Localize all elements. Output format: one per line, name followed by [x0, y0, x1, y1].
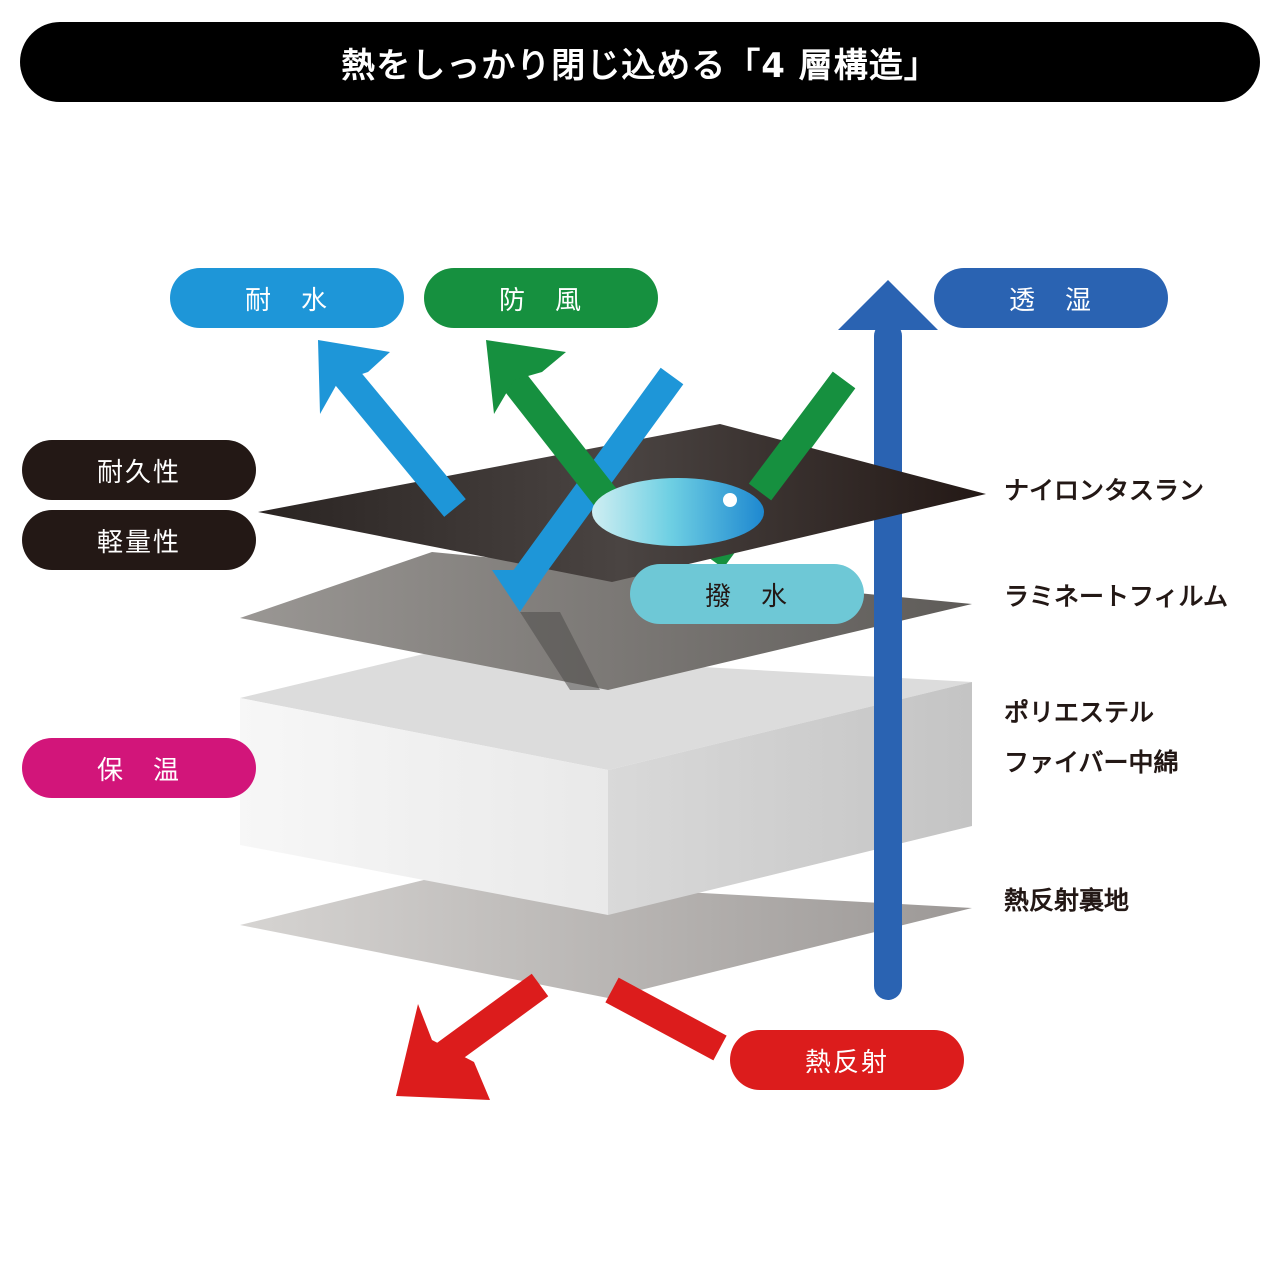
water-reflect-arrow-head [318, 340, 390, 414]
badge-water-label: 耐 水 [244, 285, 329, 316]
label-laminate: ラミネートフィルム [1004, 582, 1229, 611]
badge-durability-label: 耐久性 [96, 457, 181, 488]
batting-top-face [240, 652, 972, 770]
badge-heat-reflection: 熱反射 [730, 1030, 964, 1090]
page-title: 熱をしっかり閉じ込める「4 層構造」 [341, 45, 939, 86]
badge-warmth: 保 温 [22, 738, 256, 798]
water-droplet [592, 478, 764, 546]
badge-breathability: 透 湿 [934, 268, 1168, 328]
breathability-arrow-head [838, 280, 938, 330]
badge-repellency: 撥 水 [630, 564, 864, 624]
label-reflective: 熱反射裏地 [1004, 886, 1130, 915]
heat-reflect-arrow [431, 973, 549, 1070]
laminate-shadow [520, 612, 600, 690]
reflective-lining-layer [240, 878, 972, 998]
breathability-arrow-shaft [874, 322, 902, 1000]
badge-heat-reflection-label: 熱反射 [804, 1047, 889, 1078]
badge-durability: 耐久性 [22, 440, 256, 500]
water-in-arrow-head [492, 570, 548, 612]
badge-warmth-label: 保 温 [96, 755, 181, 786]
label-polyester-line2: ファイバー中綿 [1004, 748, 1179, 777]
label-polyester-line1: ポリエステル [1004, 698, 1155, 727]
badge-wind-label: 防 風 [498, 285, 583, 316]
badge-repellency-label: 撥 水 [704, 581, 789, 612]
badge-lightweight-label: 軽量性 [96, 527, 181, 558]
badge-breathability-label: 透 湿 [1008, 285, 1093, 316]
wind-reflect-arrow [500, 369, 618, 507]
batting-front-face [240, 698, 608, 915]
heat-in-arrow [605, 977, 727, 1061]
badge-lightweight: 軽量性 [22, 510, 256, 570]
wind-top-segment [748, 371, 856, 501]
heat-reflect-arrow-head [396, 1004, 490, 1100]
title-bar: 熱をしっかり閉じ込める「4 層構造」 [20, 22, 1260, 102]
water-reflect-arrow [334, 366, 466, 517]
badge-wind: 防 風 [424, 268, 658, 328]
badge-water: 耐 水 [170, 268, 404, 328]
droplet-highlight [723, 493, 737, 507]
label-nylon: ナイロンタスラン [1004, 476, 1205, 505]
wind-reflect-arrow-head [486, 340, 566, 414]
